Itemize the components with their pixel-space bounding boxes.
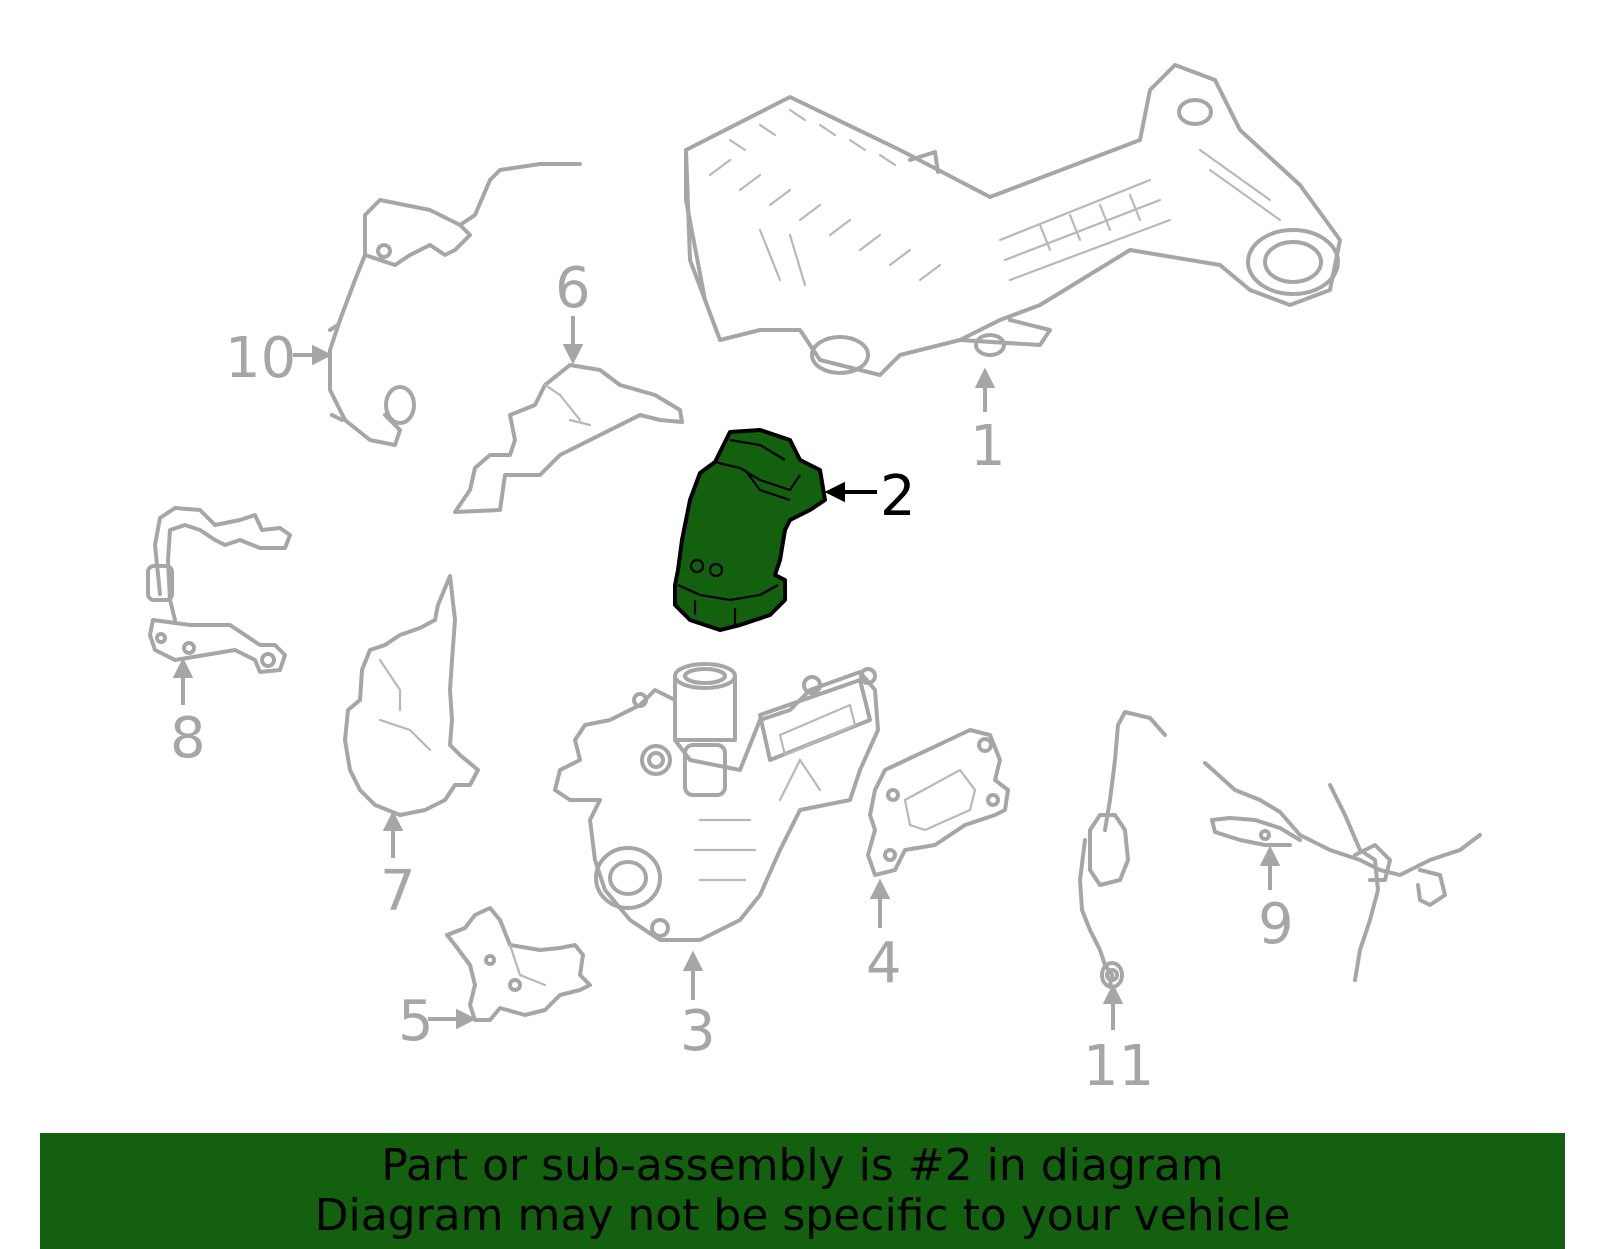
part-6-heat-shield bbox=[453, 363, 684, 514]
callout-2: 2 bbox=[880, 464, 916, 529]
callout-1: 1 bbox=[970, 414, 1006, 479]
callout-10: 10 bbox=[225, 326, 296, 391]
part-3-turbocharger bbox=[553, 662, 880, 942]
callout-4: 4 bbox=[866, 931, 902, 996]
callout-7: 7 bbox=[380, 859, 416, 924]
part-8-pipe-bracket bbox=[146, 506, 292, 674]
part-10-pipe bbox=[328, 162, 582, 447]
part-11-pipe bbox=[1078, 710, 1167, 989]
part-1-intake-manifold bbox=[684, 63, 1342, 377]
info-banner: Part or sub-assembly is #2 in diagram Di… bbox=[40, 1133, 1565, 1249]
part-5-bracket bbox=[445, 906, 592, 1022]
callout-9: 9 bbox=[1258, 892, 1294, 957]
banner-line-part: Part or sub-assembly is #2 in diagram bbox=[381, 1140, 1224, 1191]
banner-line-disclaimer: Diagram may not be specific to your vehi… bbox=[314, 1190, 1291, 1241]
part-2-highlighted-pipe bbox=[673, 428, 827, 632]
callout-5: 5 bbox=[398, 989, 434, 1054]
part-7-cover bbox=[343, 574, 480, 817]
callout-3: 3 bbox=[680, 999, 716, 1064]
part-9-line bbox=[1203, 761, 1482, 982]
callout-11: 11 bbox=[1083, 1034, 1154, 1099]
part-4-gasket bbox=[866, 728, 1010, 877]
callout-6: 6 bbox=[555, 256, 591, 321]
callout-8: 8 bbox=[170, 706, 206, 771]
callout-arrows bbox=[172, 316, 1281, 1030]
